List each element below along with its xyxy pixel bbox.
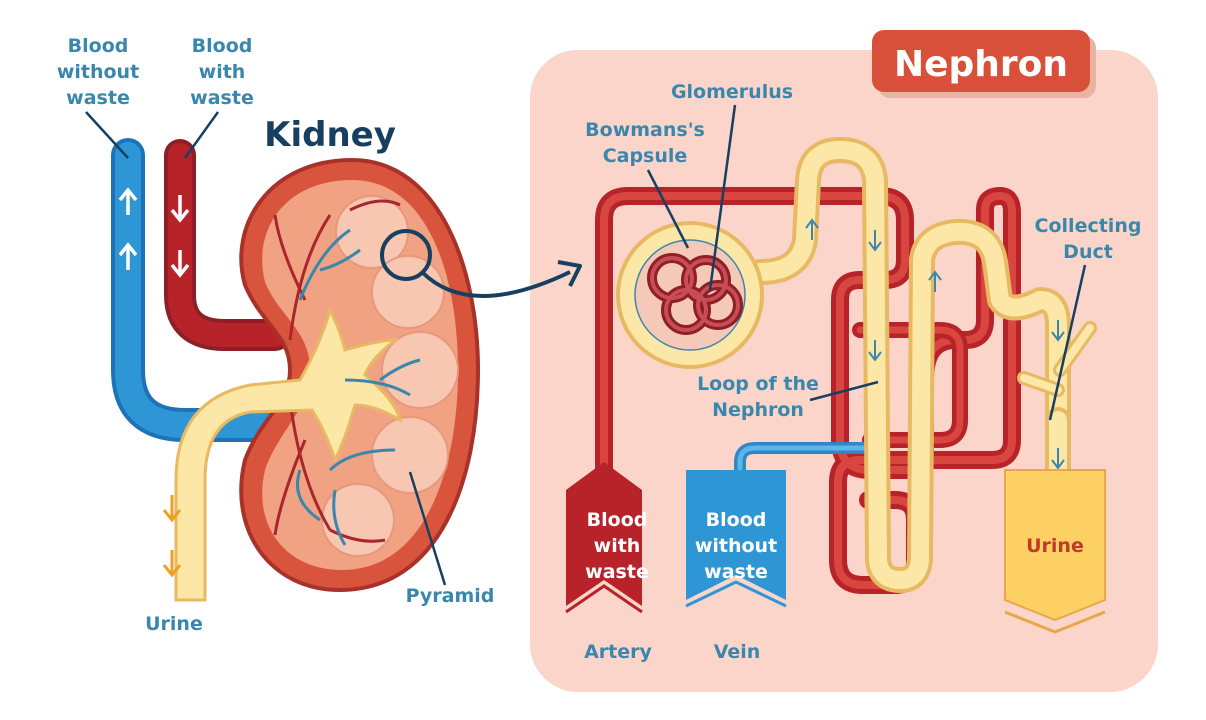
kidney-blue-vessels: [296, 228, 421, 546]
urine-box-label: Urine: [1026, 535, 1084, 557]
vein-box: Blood without waste: [685, 470, 787, 608]
urine-box: Urine: [1004, 469, 1106, 634]
nephron-pointer-lines: [646, 104, 1087, 421]
vein-box-line3: waste: [704, 561, 768, 583]
vein-box-line2: without: [695, 535, 777, 557]
artery-box: Blood with waste: [565, 462, 649, 614]
arrow-down-icon: [162, 495, 182, 523]
bowmans-capsule-label-line1: Bowmans's: [585, 119, 705, 141]
tubule-flow-arrows: [805, 218, 1065, 470]
artery-flow-arrows: [170, 195, 190, 278]
renal-pelvis: [174, 305, 403, 602]
loop-label-line1: Loop of the: [697, 373, 819, 395]
nephron-title: Nephron: [894, 44, 1068, 85]
bowmans-capsule-label-line2: Capsule: [603, 145, 688, 167]
artery-vessel: [595, 187, 1021, 594]
arrow-down-icon: [170, 250, 190, 278]
renal-artery: [164, 139, 291, 351]
left-blood-without-waste-line3: waste: [66, 87, 130, 109]
arrow-down-icon: [162, 550, 182, 578]
artery-box-line2: with: [594, 535, 641, 557]
left-blood-without-waste-line2: without: [57, 61, 139, 83]
arrow-down-icon: [1051, 448, 1065, 470]
urine-label: Urine: [145, 613, 203, 635]
ureter-flow-arrows: [162, 495, 182, 578]
collecting-duct-label-line1: Collecting: [1035, 215, 1142, 237]
nephron-title-box: Nephron: [872, 30, 1096, 98]
arrow-up-icon: [118, 242, 138, 270]
vein-box-line1: Blood: [706, 509, 767, 531]
arrow-down-icon: [868, 230, 882, 252]
arrow-down-icon: [868, 340, 882, 362]
glomerulus: [647, 253, 743, 335]
kidney-pointer-lines: [85, 111, 447, 586]
arrow-down-icon: [1051, 320, 1065, 342]
artery-box-line1: Blood: [587, 509, 648, 531]
kidney: [174, 157, 481, 602]
vein-label: Vein: [714, 641, 761, 663]
glomerulus-label: Glomerulus: [671, 81, 793, 103]
left-blood-without-waste-line1: Blood: [68, 35, 129, 57]
magnifier-circle: [380, 229, 432, 281]
arrow-up-icon: [118, 187, 138, 215]
arrow-up-icon: [805, 218, 819, 240]
vein-flow-arrows: [118, 187, 138, 270]
left-blood-with-waste-line3: waste: [190, 87, 254, 109]
collecting-duct-label-line2: Duct: [1063, 241, 1113, 263]
arrow-up-icon: [928, 270, 942, 292]
artery-box-line3: waste: [585, 561, 649, 583]
arrow-head-icon: [557, 260, 582, 287]
left-blood-with-waste-line2: with: [199, 61, 246, 83]
left-blood-with-waste-line1: Blood: [192, 35, 253, 57]
connector-arrow: [420, 270, 571, 298]
vein-vessel: [734, 442, 876, 484]
artery-label: Artery: [584, 641, 652, 663]
pyramid-label: Pyramid: [406, 585, 495, 607]
kidney-title: Kidney: [264, 115, 396, 155]
arrow-down-icon: [170, 195, 190, 223]
kidney-red-vessels: [273, 199, 401, 543]
loop-label-line2: Nephron: [712, 399, 804, 421]
renal-vein: [111, 138, 287, 442]
